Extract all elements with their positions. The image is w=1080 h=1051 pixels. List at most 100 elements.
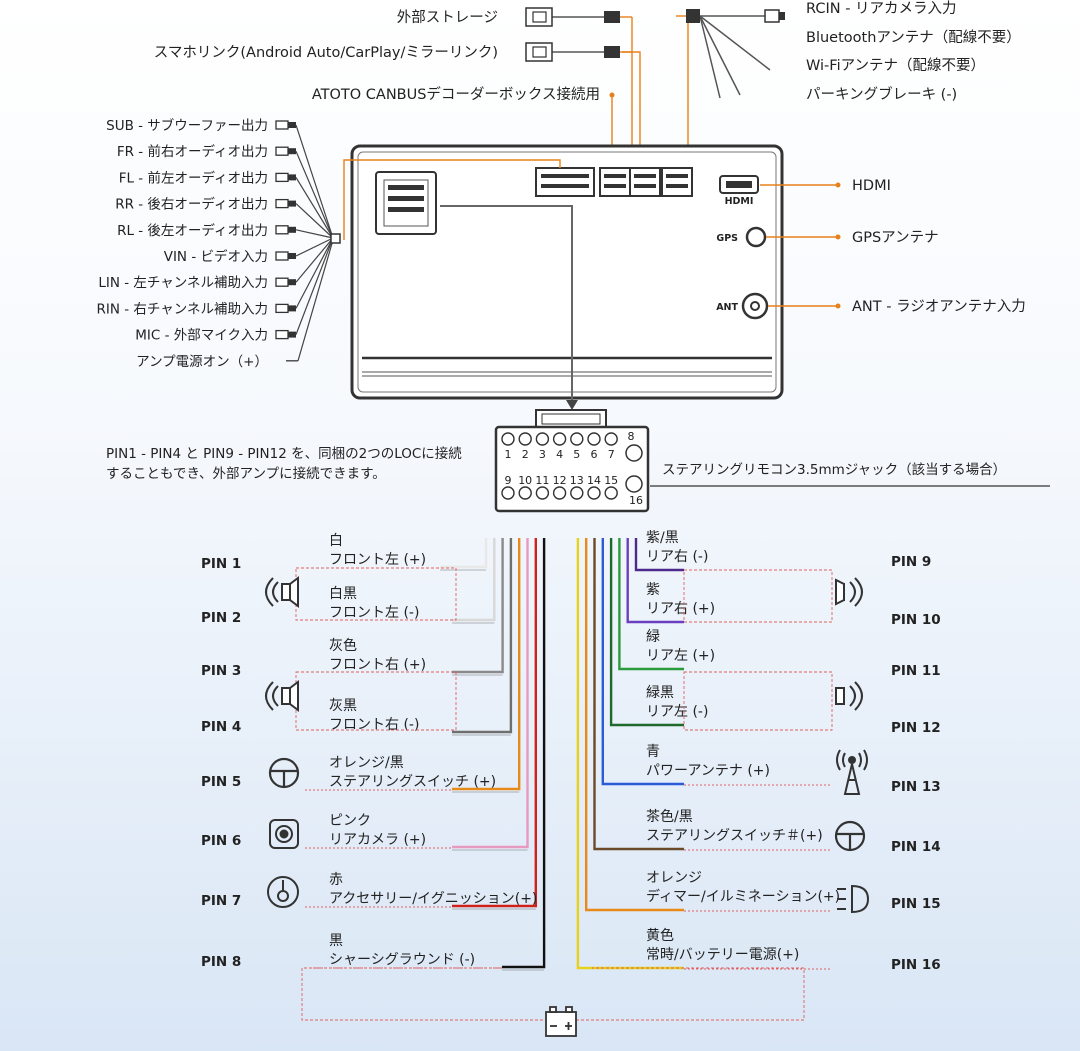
rca-plug bbox=[275, 225, 289, 235]
steering-wheel-icon bbox=[268, 757, 300, 789]
rca-plug bbox=[275, 120, 289, 130]
pin-label: PIN 8 bbox=[201, 954, 241, 970]
pin-number: 11 bbox=[535, 474, 549, 487]
wire-function-label: リア左 (-) bbox=[646, 704, 708, 720]
wire-color-label: 緑黒 bbox=[646, 685, 674, 701]
label-external-storage: 外部ストレージ bbox=[397, 9, 498, 26]
pin-label: PIN 1 bbox=[201, 556, 241, 572]
wire bbox=[452, 538, 513, 734]
wire-function-label: リアカメラ (+) bbox=[329, 832, 426, 848]
left-connector-label: MIC - 外部マイク入力 bbox=[135, 328, 268, 344]
wire bbox=[452, 538, 496, 622]
wire-harness bbox=[305, 538, 832, 971]
left-rca-fan: SUB - サブウーファー出力 FR - 前右オーディオ出力 FL - 前左オーディ… bbox=[96, 117, 334, 370]
usb-smartlink-connector bbox=[525, 42, 620, 62]
power-antenna-icon bbox=[836, 749, 868, 795]
wire bbox=[452, 538, 537, 908]
pin-label: PIN 3 bbox=[201, 663, 241, 679]
left-connector-label: RIN - 右チャンネル補助入力 bbox=[96, 301, 268, 317]
rca-plug bbox=[275, 329, 289, 340]
label-bluetooth: Bluetoothアンテナ（配線不要） bbox=[806, 29, 1021, 46]
pin-number: 12 bbox=[553, 474, 567, 487]
wire-color-label: 灰黒 bbox=[329, 698, 357, 714]
speaker-icon bbox=[265, 576, 299, 608]
left-connector-label: FR - 前右オーディオ出力 bbox=[117, 143, 268, 160]
wire bbox=[609, 538, 684, 727]
label-hdmi: HDMI bbox=[852, 178, 891, 194]
label-gps: GPSアンテナ bbox=[852, 230, 939, 246]
pin-number: 2 bbox=[522, 448, 529, 461]
pin-number: 16 bbox=[629, 494, 643, 507]
label-parking-brake: パーキングブレーキ (-) bbox=[806, 85, 957, 103]
wire-function-label: フロント右 (-) bbox=[329, 717, 419, 733]
left-connector-label: FL - 前左オーディオ出力 bbox=[119, 169, 268, 186]
camera-icon bbox=[269, 819, 299, 849]
head-unit: HDMI GPS ANT bbox=[350, 144, 784, 410]
label-smartphone-link: スマホリンク(Android Auto/CarPlay/ミラーリンク) bbox=[154, 44, 498, 61]
pin-label: PIN 6 bbox=[201, 833, 241, 849]
wire-function-label: リア右 (-) bbox=[646, 549, 708, 565]
wire-color-label: 緑 bbox=[646, 629, 660, 645]
pin-number: 5 bbox=[573, 448, 580, 461]
wire-function-label: 常時/バッテリー電源(+) bbox=[646, 947, 799, 963]
pin-label: PIN 7 bbox=[201, 893, 241, 909]
rca-plug bbox=[275, 277, 289, 287]
wire-function-label: リア左 (+) bbox=[646, 648, 715, 664]
wire bbox=[601, 538, 684, 786]
pin-number: 15 bbox=[604, 474, 618, 487]
unit-label-gps: GPS bbox=[716, 233, 738, 244]
note-steering-jack: ステアリングリモコン3.5mmジャック（該当する場合） bbox=[662, 462, 1006, 478]
wire-color-label: 茶色/黒 bbox=[646, 808, 693, 825]
label-canbus: ATOTO CANBUSデコーダーボックス接続用 bbox=[312, 85, 600, 103]
rca-plug bbox=[275, 303, 289, 314]
left-connector-label: VIN - ビデオ入力 bbox=[164, 248, 268, 265]
wire-function-label: フロント右 (+) bbox=[329, 657, 426, 673]
pin-label: PIN 5 bbox=[201, 774, 241, 790]
right-orange-leads bbox=[343, 159, 838, 307]
left-connector-label: RR - 後右オーディオ出力 bbox=[115, 196, 268, 213]
label-ant: ANT - ラジオアンテナ入力 bbox=[852, 298, 1026, 315]
wire-color-label: 青 bbox=[646, 744, 660, 760]
wire-function-label: アクセサリー/イグニッション(+) bbox=[329, 891, 537, 907]
unit-label-ant: ANT bbox=[716, 302, 738, 313]
pin-number: 3 bbox=[539, 448, 546, 461]
rca-plug bbox=[275, 251, 289, 261]
pin-label: PIN 2 bbox=[201, 610, 241, 626]
usb-storage-connector bbox=[525, 7, 620, 27]
wire-function-label: シャーシグラウンド (-) bbox=[329, 952, 475, 968]
wire-color-label: オレンジ/黒 bbox=[329, 755, 404, 771]
wire bbox=[452, 538, 529, 849]
note-loc-line1: PIN1 - PIN4 と PIN9 - PIN12 を、同梱の2つのLOCに接… bbox=[106, 445, 462, 462]
wire-color-label: 紫 bbox=[646, 582, 660, 598]
wire bbox=[440, 538, 488, 569]
pin-number: 1 bbox=[505, 448, 512, 461]
wire bbox=[626, 538, 684, 624]
wire bbox=[452, 538, 521, 791]
left-connector-label: SUB - サブウーファー出力 bbox=[106, 117, 268, 134]
ignition-key-icon bbox=[267, 876, 299, 908]
rca-bundle-connector bbox=[686, 9, 785, 23]
note-loc-line2: することもでき、外部アンプに接続できます。 bbox=[106, 465, 386, 482]
wire bbox=[634, 538, 684, 572]
wire-function-label: フロント左 (+) bbox=[329, 552, 426, 568]
pin-number: 14 bbox=[587, 474, 601, 487]
unit-label-hdmi: HDMI bbox=[725, 196, 754, 207]
wire bbox=[618, 538, 684, 671]
wire-function-label: パワーアンテナ (+) bbox=[646, 763, 770, 779]
top-cables bbox=[552, 15, 771, 99]
headlight-icon bbox=[837, 884, 870, 914]
left-connector-label: LIN - 左チャンネル補助入力 bbox=[98, 275, 268, 291]
wire-color-label: 白 bbox=[329, 533, 343, 549]
pin-label: PIN 10 bbox=[891, 612, 941, 628]
wire-color-label: 白黒 bbox=[329, 586, 357, 602]
pin-label: PIN 11 bbox=[891, 663, 941, 679]
label-rcin: RCIN - リアカメラ入力 bbox=[806, 0, 957, 17]
pin-label: PIN 9 bbox=[891, 554, 931, 570]
wire-color-label: 灰色 bbox=[329, 637, 357, 654]
wire-function-label: リア右 (+) bbox=[646, 601, 715, 617]
wire bbox=[593, 538, 684, 851]
pin-number: 8 bbox=[628, 430, 635, 443]
wire-color-label: オレンジ bbox=[646, 870, 702, 886]
wire bbox=[502, 538, 546, 969]
